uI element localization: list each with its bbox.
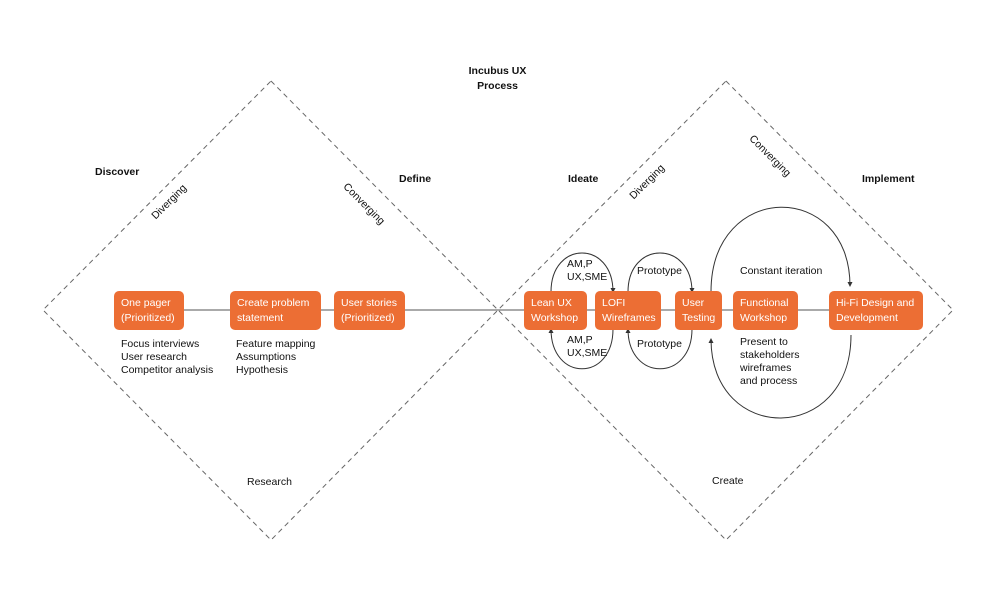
present-notes: Present to stakeholders wireframes and p… [740, 336, 800, 388]
problem-statement-line1: Create problem [237, 297, 310, 309]
lean-ux-line2: Workshop [531, 312, 579, 324]
lofi-line2: Wireframes [602, 312, 656, 324]
am-top-line2: UX,SME [567, 271, 608, 283]
functional-line1: Functional [740, 297, 789, 309]
problem-statement-box: Create problem statement [230, 291, 321, 330]
am-top-label: AM,P UX,SME [567, 258, 607, 284]
prototype-bottom-arc [625, 328, 693, 370]
am-bottom-label: AM,P UX,SME [567, 334, 607, 360]
hifi-design-box: Hi-Fi Design and Development [829, 291, 923, 330]
am-bottom-line2: UX,SME [567, 347, 608, 359]
present-line-4: and process [740, 375, 798, 387]
prototype-top-arc [627, 252, 695, 293]
one-pager-box: One pager (Prioritized) [114, 291, 184, 330]
prototype-top-label: Prototype [637, 265, 682, 277]
discover-note-1: Focus interviews [121, 338, 200, 350]
title-line1: Incubus UX [468, 65, 527, 77]
create-label: Create [712, 475, 744, 487]
one-pager-line1: One pager [121, 297, 171, 309]
user-testing-box: User Testing [675, 291, 722, 330]
research-label: Research [247, 476, 292, 488]
present-line-2: stakeholders [740, 349, 800, 361]
phase-discover: Discover [95, 166, 140, 178]
prototype-bottom-label: Prototype [637, 338, 682, 350]
phase-ideate: Ideate [568, 173, 599, 185]
constant-iteration-label: Constant iteration [740, 265, 823, 277]
discover-notes: Focus interviews User research Competito… [121, 338, 213, 377]
discover-note-3: Competitor analysis [121, 364, 214, 376]
user-testing-line2: Testing [682, 312, 716, 324]
define-note-1: Feature mapping [236, 338, 316, 350]
discover-note-2: User research [121, 351, 187, 363]
present-line-3: wireframes [740, 362, 792, 374]
present-line-1: Present to [740, 336, 788, 348]
lean-ux-workshop-box: Lean UX Workshop [524, 291, 587, 330]
am-bottom-line1: AM,P [567, 334, 593, 346]
title-line2: Process [477, 80, 518, 92]
am-top-arc [550, 252, 616, 293]
phase-implement: Implement [862, 173, 915, 185]
hifi-line2: Development [836, 312, 898, 324]
define-notes: Feature mapping Assumptions Hypothesis [236, 338, 315, 377]
problem-statement-line2: statement [237, 312, 284, 324]
diagram-title: Incubus UX Process [430, 64, 565, 94]
phase-define: Define [399, 173, 432, 185]
define-note-3: Hypothesis [236, 364, 288, 376]
user-testing-line1: User [682, 297, 705, 309]
user-stories-line1: User stories [341, 297, 398, 309]
am-top-line1: AM,P [567, 258, 593, 270]
user-stories-line2: (Prioritized) [341, 312, 395, 324]
constant-iteration-bottom-arc [708, 334, 852, 419]
lofi-wireframes-box: LOFI Wireframes [595, 291, 661, 330]
lean-ux-line1: Lean UX [531, 297, 572, 309]
am-bottom-arc [548, 328, 614, 370]
define-note-2: Assumptions [236, 351, 297, 363]
constant-iteration-top-arc [710, 206, 853, 293]
one-pager-line2: (Prioritized) [121, 312, 175, 324]
functional-line2: Workshop [740, 312, 788, 324]
user-stories-box: User stories (Prioritized) [334, 291, 405, 330]
lofi-line1: LOFI [602, 297, 626, 309]
hifi-line1: Hi-Fi Design and [836, 297, 915, 309]
functional-workshop-box: Functional Workshop [733, 291, 798, 330]
